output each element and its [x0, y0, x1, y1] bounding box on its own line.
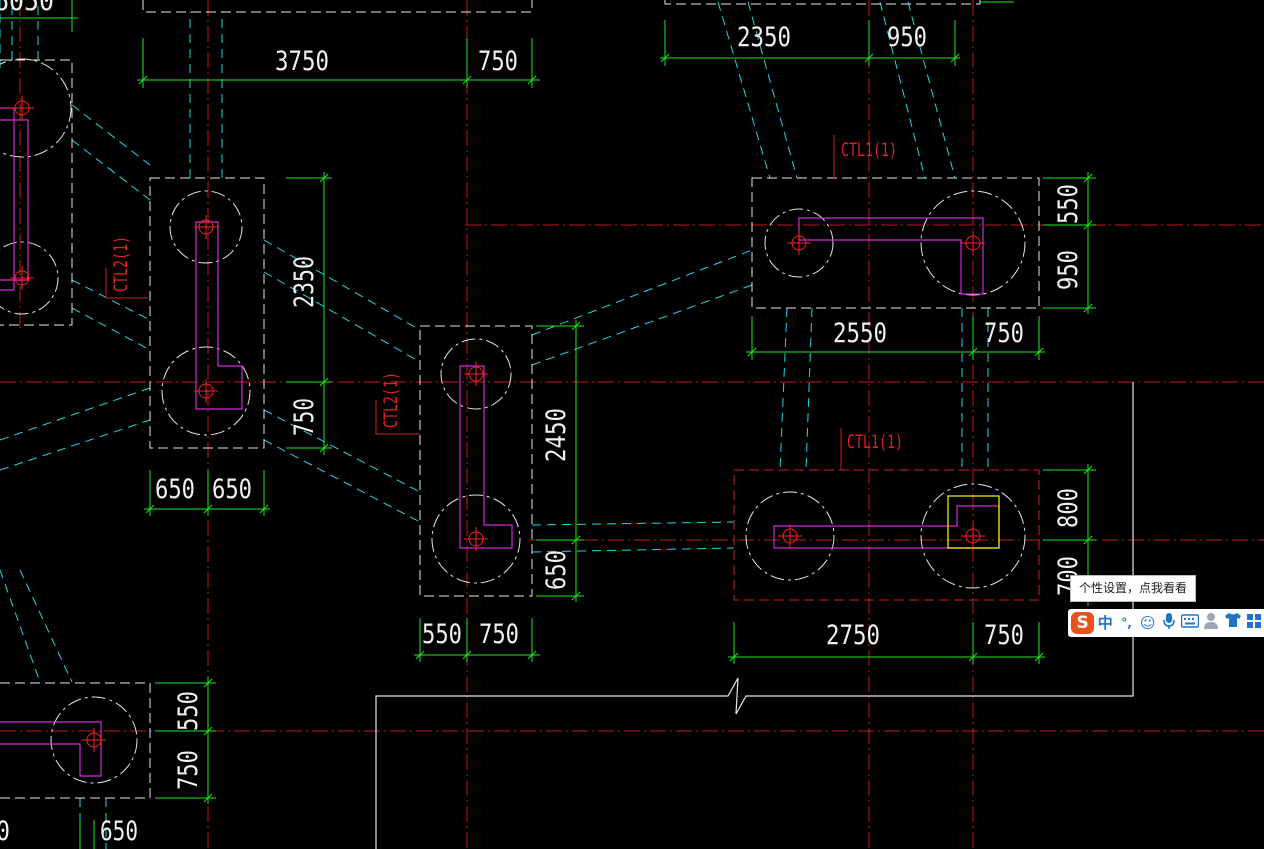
dim-right-top-750: 750 [984, 318, 1024, 349]
dim-bottom-partial: 0 [0, 816, 10, 847]
label-ctl1-top: CTL1(1) [841, 139, 897, 161]
pile-cap-right-top [751, 177, 1040, 309]
dim-center-cap-2450: 2450 [541, 408, 572, 462]
dimension-ticks [138, 53, 1093, 803]
label-ctl2-left: CTL2(1) [110, 236, 132, 292]
pile-cap-right-mid [733, 469, 1040, 601]
ime-lang-toggle[interactable]: 中 [1097, 614, 1113, 632]
dim-top-750: 750 [478, 46, 518, 77]
dim-right-top-2550: 2550 [833, 318, 887, 349]
tie-beams [0, 0, 989, 849]
ime-toolbar[interactable]: S 中 °, ☺ [1068, 609, 1264, 637]
pile-cap-bottom-left [0, 682, 151, 799]
ime-tooltip[interactable]: 个性设置，点我看看 [1070, 575, 1196, 602]
ime-punct-toggle[interactable]: °, [1121, 616, 1132, 630]
keyboard-icon[interactable] [1180, 612, 1200, 634]
piles [0, 58, 1026, 784]
dim-top-left-partial: 6050 [0, 0, 54, 17]
dim-top-right-2350: 2350 [737, 22, 791, 53]
dim-right-mid-800: 800 [1053, 488, 1084, 528]
dim-center-cap-650: 650 [541, 550, 572, 590]
dim-top-right-950: 950 [887, 22, 927, 53]
label-ctl1-mid: CTL1(1) [847, 431, 903, 453]
dim-left-cap-2350: 2350 [289, 256, 320, 308]
dim-left-cap-650a: 650 [155, 474, 195, 505]
dim-left-cap-650b: 650 [212, 474, 252, 505]
emoji-icon[interactable]: ☺ [1139, 614, 1156, 632]
pile-markers [10, 96, 985, 752]
label-ctl2-center: CTL2(1) [380, 372, 402, 428]
dim-right-mid-2750: 2750 [826, 620, 880, 651]
grid-icon[interactable] [1244, 612, 1264, 634]
label-leaders [105, 135, 842, 470]
dim-bottom-650: 650 [100, 816, 138, 847]
dim-center-cap-550: 550 [422, 619, 462, 650]
beam-labels: CTL1(1) CTL1(1) CTL2(1) CTL2(1) [110, 139, 903, 453]
microphone-icon[interactable] [1159, 612, 1179, 634]
pile-cap-center [419, 325, 533, 597]
dimension-texts: 6050 3750 750 2350 950 2350 750 650 650 … [0, 0, 1084, 847]
sogou-logo-icon[interactable]: S [1071, 612, 1095, 634]
dim-bottom-left-550: 550 [173, 691, 204, 731]
user-icon[interactable] [1201, 612, 1221, 634]
skin-icon[interactable] [1223, 612, 1243, 634]
dim-left-cap-750: 750 [289, 398, 320, 436]
pile-cap-left [149, 177, 265, 449]
pile-cap-far-left [0, 59, 73, 326]
dim-right-top-550: 550 [1053, 184, 1084, 224]
dim-right-top-950: 950 [1053, 250, 1084, 290]
dim-right-mid-750: 750 [984, 620, 1024, 651]
dim-bottom-left-750: 750 [173, 750, 204, 790]
pile-caps [0, 0, 1040, 799]
dim-center-cap-750: 750 [479, 619, 519, 650]
dim-top-3750: 3750 [275, 46, 329, 77]
break-line-frame [375, 382, 1134, 849]
